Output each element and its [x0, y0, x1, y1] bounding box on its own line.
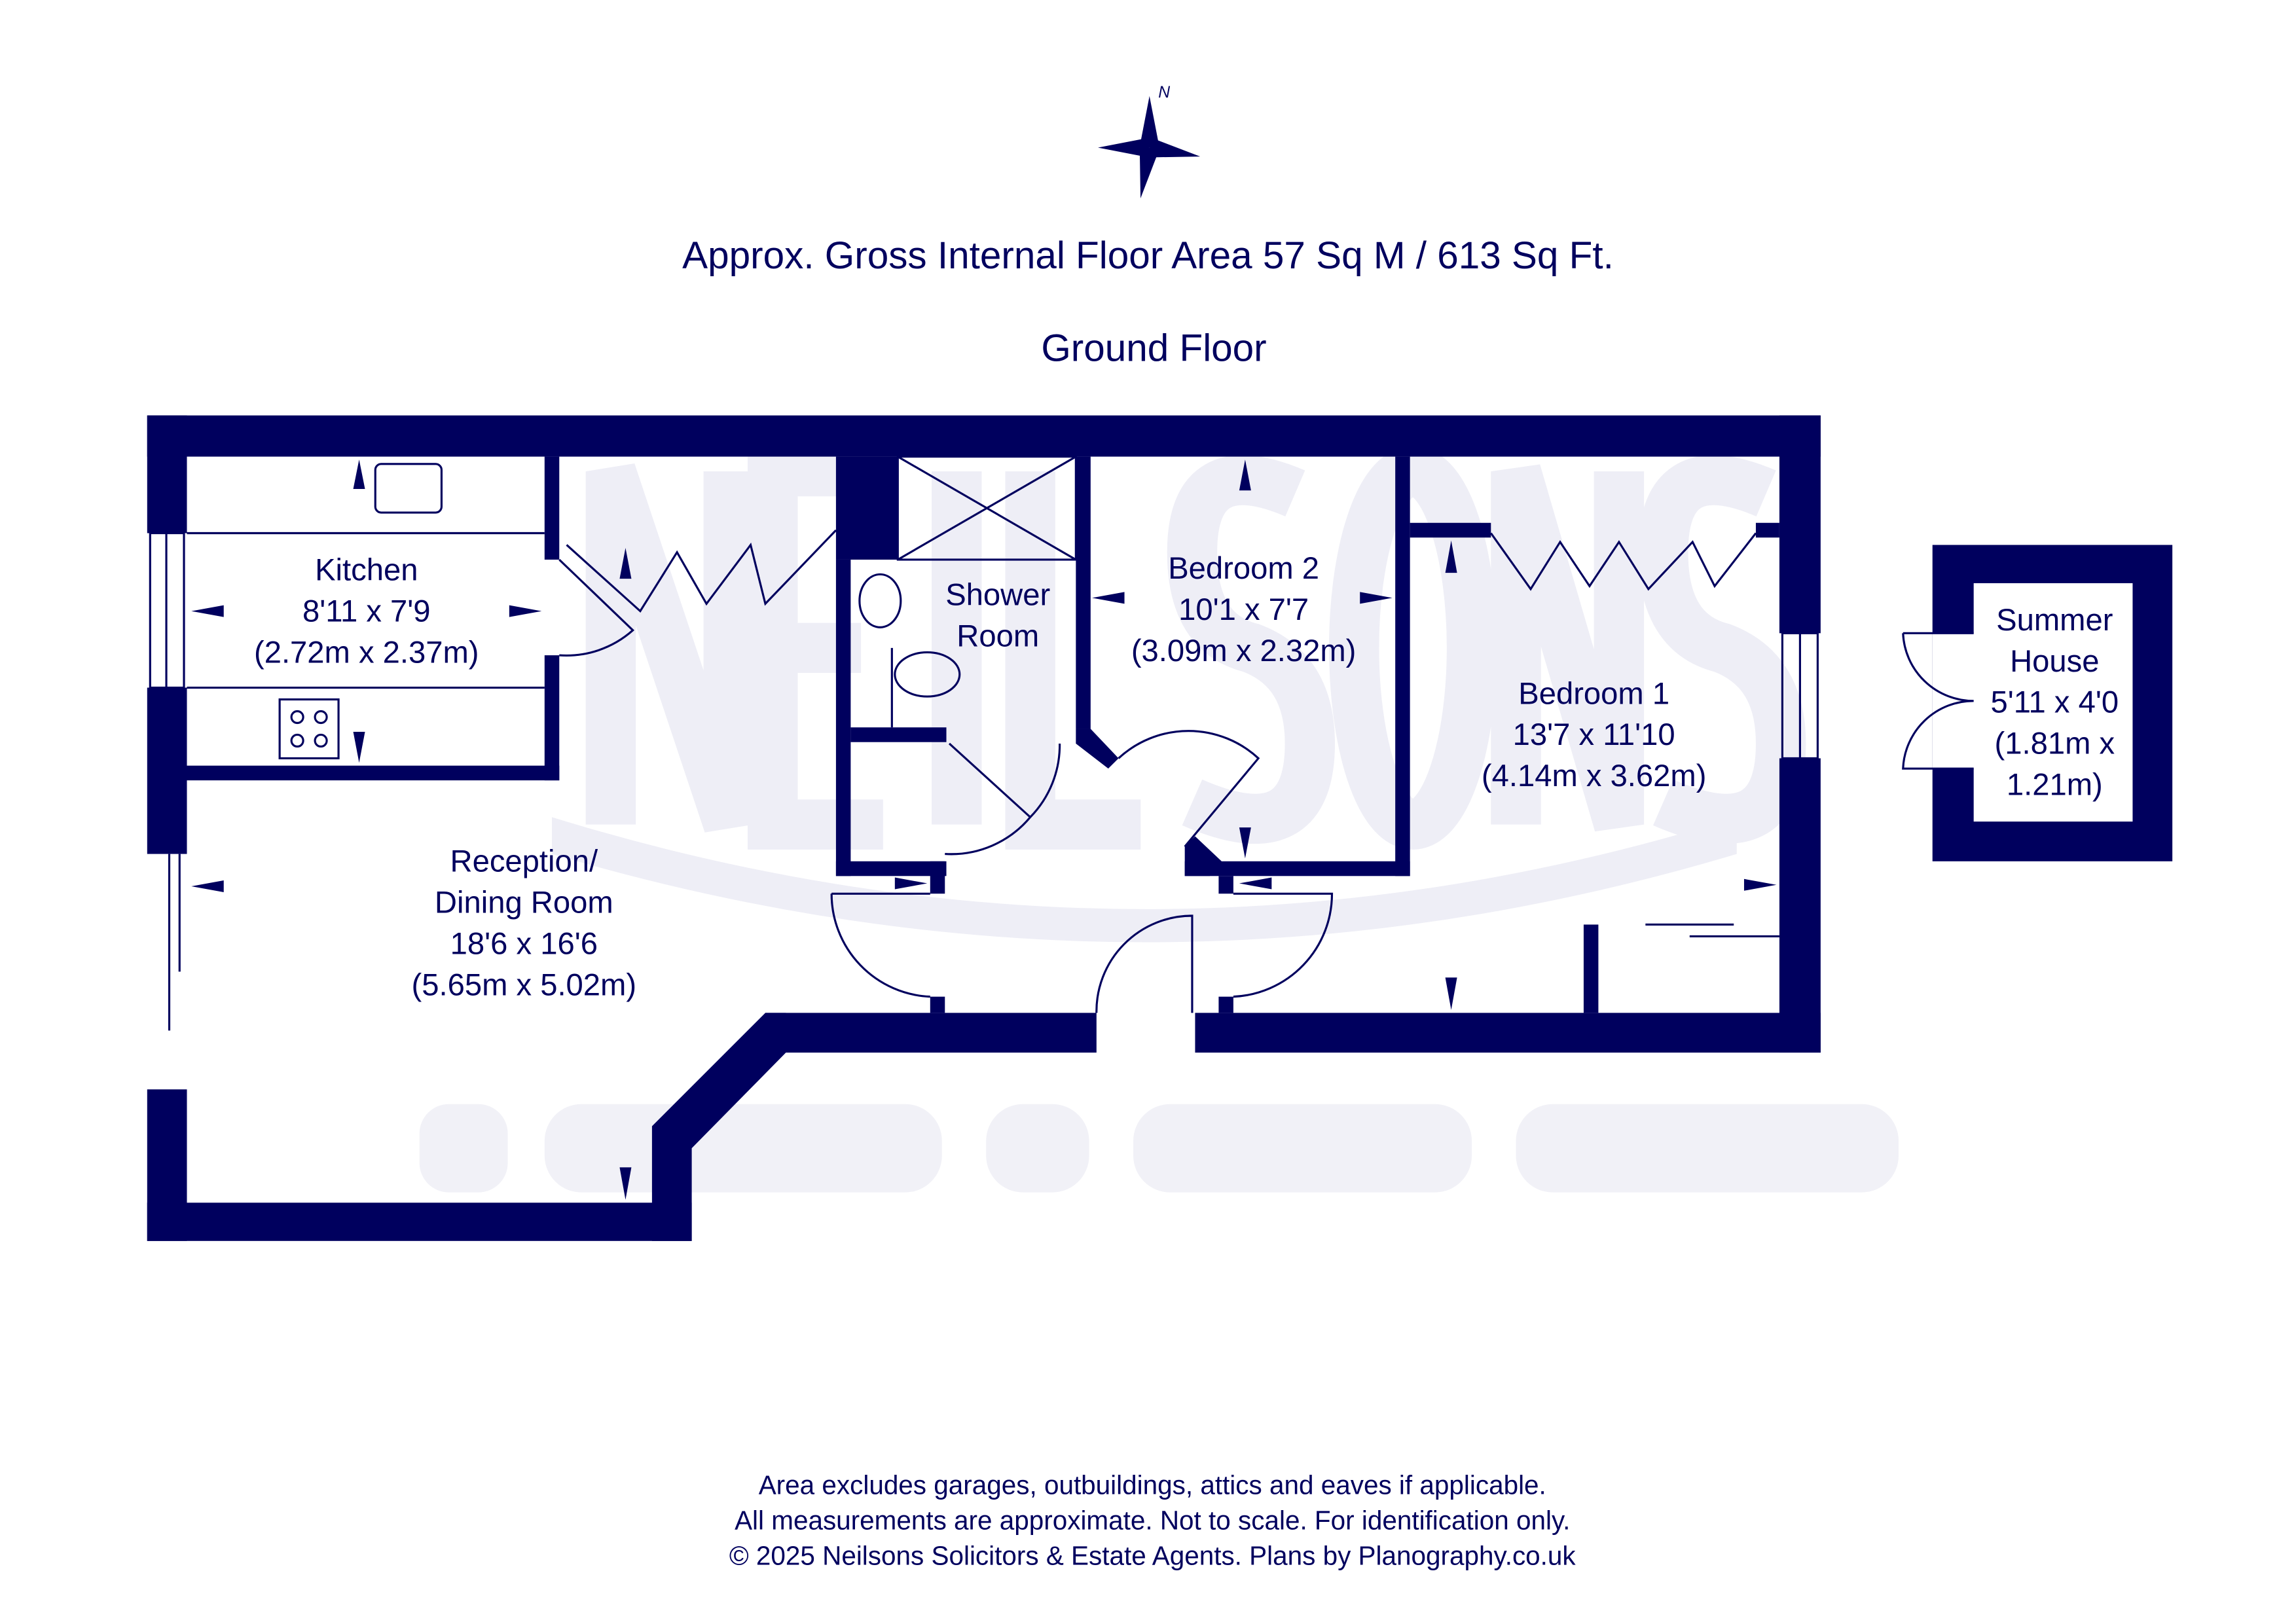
wardrobe-hall [566, 529, 837, 613]
bedroom2-imperial: 10'1 x 7'7 [1178, 592, 1309, 627]
dimension-arrows [191, 460, 1777, 1200]
watermark-logo [419, 446, 1899, 1193]
bedroom2-name: Bedroom 2 [1168, 551, 1319, 586]
compass-north-label: N [1158, 84, 1170, 101]
footer-line-2: All measurements are approximate. Not to… [735, 1505, 1570, 1535]
compass-icon: N [1098, 84, 1201, 198]
summer-metric-2: 1.21m) [2007, 768, 2103, 803]
area-title: Approx. Gross Internal Floor Area 57 Sq … [682, 234, 1614, 277]
toilet-icon [894, 651, 961, 698]
door-bedroom1 [1233, 892, 1334, 998]
shower-name-2: Room [957, 619, 1039, 654]
bedroom1-name: Bedroom 1 [1518, 676, 1669, 711]
front-door [1095, 914, 1194, 1013]
footer-line-1: Area excludes garages, outbuildings, att… [759, 1470, 1546, 1500]
hob-icon [278, 698, 340, 760]
door-kitchen [558, 558, 634, 657]
room-shower: Shower Room [945, 578, 1050, 654]
reception-metric: (5.65m x 5.02m) [412, 967, 637, 1002]
kitchen-imperial: 8'11 x 7'9 [302, 594, 431, 628]
walls [147, 415, 2173, 1241]
room-kitchen: Kitchen 8'11 x 7'9 (2.72m x 2.37m) [254, 552, 479, 670]
summer-name-2: House [2010, 644, 2099, 679]
door-summer-house [1902, 632, 1974, 770]
bedroom2-metric: (3.09m x 2.32m) [1131, 634, 1357, 668]
basin-icon [858, 573, 902, 628]
room-summer-house: Summer House 5'11 x 4'0 (1.81m x 1.21m) [1991, 603, 2119, 803]
wardrobe-bedroom1 [1490, 532, 1757, 591]
shower-tray-icon [896, 456, 1077, 561]
kitchen-metric: (2.72m x 2.37m) [254, 635, 479, 670]
windows [149, 417, 2060, 859]
sink-icon [374, 463, 443, 514]
door-bedroom2 [1118, 730, 1260, 848]
door-shower [945, 742, 1061, 856]
room-bedroom-1: Bedroom 1 13'7 x 11'10 (4.14m x 3.62m) [1482, 676, 1707, 793]
patio-door [168, 854, 181, 1031]
bedroom1-metric: (4.14m x 3.62m) [1482, 759, 1707, 793]
footer-notes: Area excludes garages, outbuildings, att… [729, 1470, 1576, 1570]
sliding-door-bedroom1 [1645, 923, 1779, 938]
summer-imperial: 5'11 x 4'0 [1991, 685, 2119, 720]
footer-line-3: © 2025 Neilsons Solicitors & Estate Agen… [729, 1540, 1576, 1570]
reception-name-2: Dining Room [435, 885, 613, 920]
summer-name-1: Summer [1996, 603, 2113, 638]
shower-name-1: Shower [945, 578, 1050, 613]
reception-name-1: Reception/ [450, 844, 598, 879]
fixtures [168, 456, 1974, 1031]
summer-metric-1: (1.81m x [1995, 727, 2115, 761]
room-bedroom-2: Bedroom 2 10'1 x 7'7 (3.09m x 2.32m) [1131, 551, 1357, 668]
kitchen-name: Kitchen [315, 552, 418, 587]
bedroom1-imperial: 13'7 x 11'10 [1513, 717, 1675, 752]
reception-imperial: 18'6 x 16'6 [450, 926, 598, 961]
floor-title: Ground Floor [1041, 327, 1266, 369]
room-reception: Reception/ Dining Room 18'6 x 16'6 (5.65… [412, 844, 637, 1003]
door-left-hall [830, 892, 930, 998]
